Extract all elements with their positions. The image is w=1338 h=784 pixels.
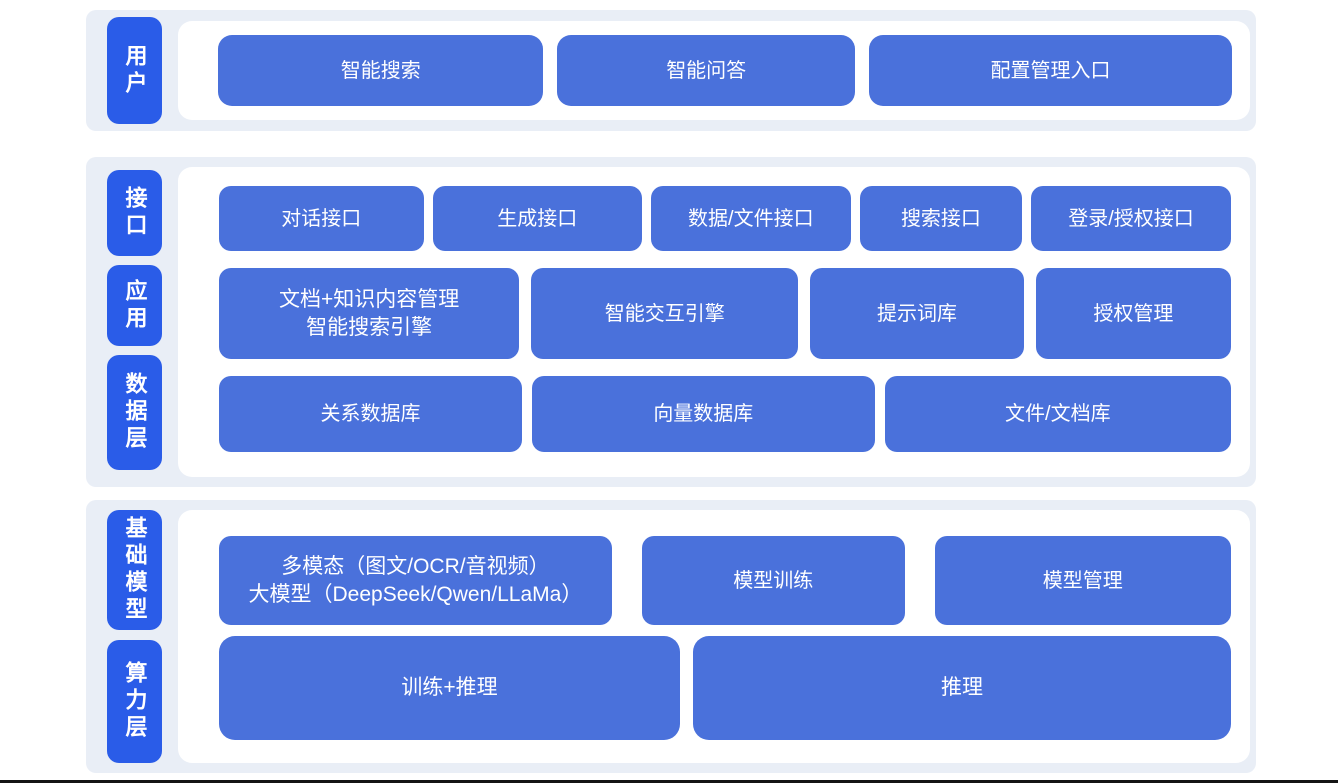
block-label-line1: 多模态（图文/OCR/音视频） — [281, 555, 550, 579]
middle-layer-tabs: 接口 应用 数据层 — [107, 157, 162, 487]
block-label-line2: 大模型（DeepSeek/Qwen/LLaMa） — [248, 582, 583, 606]
block-inference: 推理 — [692, 636, 1231, 740]
block-search-api: 搜索接口 — [859, 186, 1023, 251]
layer-tab-interface: 接口 — [107, 170, 162, 256]
block-multimodal-llm: 多模态（图文/OCR/音视频） 大模型（DeepSeek/Qwen/LLaMa） — [219, 536, 612, 625]
block-smart-interaction-engine: 智能交互引擎 — [531, 268, 799, 359]
block-generation-api: 生成接口 — [432, 186, 642, 251]
application-row: 文档+知识内容管理 智能搜索引擎 智能交互引擎 提示词库 授权管理 — [219, 268, 1231, 359]
interface-row: 对话接口 生成接口 数据/文件接口 搜索接口 登录/授权接口 — [219, 186, 1231, 251]
block-prompt-library: 提示词库 — [810, 268, 1024, 359]
block-model-management: 模型管理 — [934, 536, 1231, 625]
block-data-file-api: 数据/文件接口 — [650, 186, 851, 251]
foundation-model-row: 多模态（图文/OCR/音视频） 大模型（DeepSeek/Qwen/LLaMa）… — [219, 536, 1231, 625]
layer-tab-user: 用户 — [107, 17, 162, 124]
user-layer-panel: 智能搜索 智能问答 配置管理入口 — [178, 21, 1250, 120]
block-smart-search: 智能搜索 — [218, 35, 544, 106]
band-middle-layers: 接口 应用 数据层 对话接口 生成接口 数据/文件接口 搜索接口 登录/授权接口… — [86, 157, 1256, 487]
middle-layer-panel: 对话接口 生成接口 数据/文件接口 搜索接口 登录/授权接口 文档+知识内容管理… — [178, 167, 1250, 477]
block-model-training: 模型训练 — [641, 536, 905, 625]
block-relational-db: 关系数据库 — [219, 376, 523, 452]
band-bottom-layers: 基础模型 算力层 多模态（图文/OCR/音视频） 大模型（DeepSeek/Qw… — [86, 500, 1256, 773]
layer-tab-foundation-model: 基础模型 — [107, 510, 162, 630]
block-training-plus-inference: 训练+推理 — [219, 636, 680, 740]
user-layer-row: 智能搜索 智能问答 配置管理入口 — [218, 35, 1232, 106]
data-row: 关系数据库 向量数据库 文件/文档库 — [219, 376, 1231, 452]
block-label-line1: 文档+知识内容管理 — [279, 288, 460, 312]
band-user-layer: 用户 智能搜索 智能问答 配置管理入口 — [86, 10, 1256, 131]
block-vector-db: 向量数据库 — [532, 376, 875, 452]
block-config-management-entry: 配置管理入口 — [868, 35, 1232, 106]
block-smart-qa: 智能问答 — [557, 35, 855, 106]
bottom-layer-panel: 多模态（图文/OCR/音视频） 大模型（DeepSeek/Qwen/LLaMa）… — [178, 510, 1250, 763]
compute-row: 训练+推理 推理 — [219, 636, 1231, 740]
layer-tab-application: 应用 — [107, 264, 162, 347]
bottom-layer-tabs: 基础模型 算力层 — [107, 500, 162, 773]
block-dialog-api: 对话接口 — [219, 186, 424, 251]
layer-tab-data: 数据层 — [107, 355, 162, 470]
block-login-auth-api: 登录/授权接口 — [1031, 186, 1231, 251]
block-label-line2: 智能搜索引擎 — [306, 315, 433, 339]
user-layer-tabs: 用户 — [107, 10, 162, 131]
block-auth-management: 授权管理 — [1035, 268, 1231, 359]
block-file-doc-store: 文件/文档库 — [884, 376, 1231, 452]
layer-tab-compute: 算力层 — [107, 640, 162, 763]
block-doc-knowledge-search-engine: 文档+知识内容管理 智能搜索引擎 — [219, 268, 520, 359]
bottom-border-line — [0, 780, 1338, 783]
